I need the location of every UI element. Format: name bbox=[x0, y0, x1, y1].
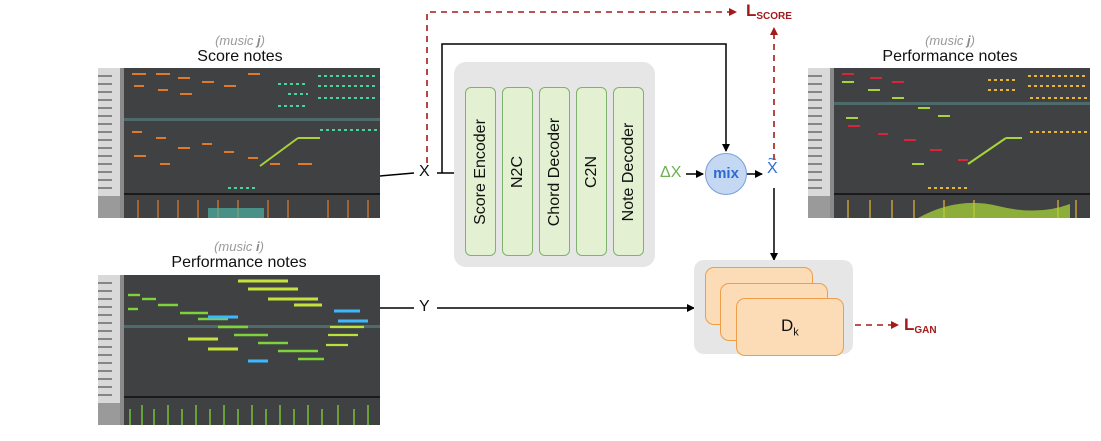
score-notes-j-caption: (music j) Score notes bbox=[140, 33, 340, 66]
performance-notes-i-caption: (music i) Performance notes bbox=[139, 239, 339, 272]
loss-gan: LGAN bbox=[904, 315, 937, 336]
x-tilde-letter: X bbox=[767, 160, 778, 177]
loss-score: LSCORE bbox=[746, 1, 792, 22]
module-c2n: C2N bbox=[576, 87, 607, 256]
x-label: X bbox=[419, 163, 430, 180]
performance-notes-j-pianoroll-graphic bbox=[808, 68, 1090, 218]
module-chord-decoder: Chord Decoder bbox=[539, 87, 570, 256]
discriminator-card-front: Dk bbox=[736, 298, 844, 356]
x-tilde-label: ~ X bbox=[767, 151, 778, 178]
performance-notes-j-title: Performance notes bbox=[882, 48, 1018, 66]
performance-notes-j-pianoroll bbox=[808, 68, 1090, 218]
score-notes-pianoroll-graphic bbox=[98, 68, 380, 218]
module-note-decoder: Note Decoder bbox=[613, 87, 644, 256]
performance-notes-i-title: Performance notes bbox=[171, 254, 307, 272]
performance-notes-i-pianoroll bbox=[98, 275, 380, 425]
arrow-score-to-x bbox=[379, 172, 415, 177]
module-score-encoder: Score Encoder bbox=[465, 87, 496, 256]
mix-node: mix bbox=[705, 153, 747, 195]
score-notes-pianoroll bbox=[98, 68, 380, 218]
module-n2c: N2C bbox=[502, 87, 533, 256]
score-notes-title: Score notes bbox=[197, 48, 283, 66]
delta-x-label: ΔX bbox=[660, 164, 682, 181]
x-tilde-mark: ~ bbox=[768, 151, 777, 168]
performance-notes-j-caption: (music j) Performance notes bbox=[850, 33, 1050, 66]
y-label: Y bbox=[419, 298, 430, 315]
performance-notes-i-pianoroll-graphic bbox=[98, 275, 380, 425]
discriminator-label: Dk bbox=[781, 316, 799, 339]
